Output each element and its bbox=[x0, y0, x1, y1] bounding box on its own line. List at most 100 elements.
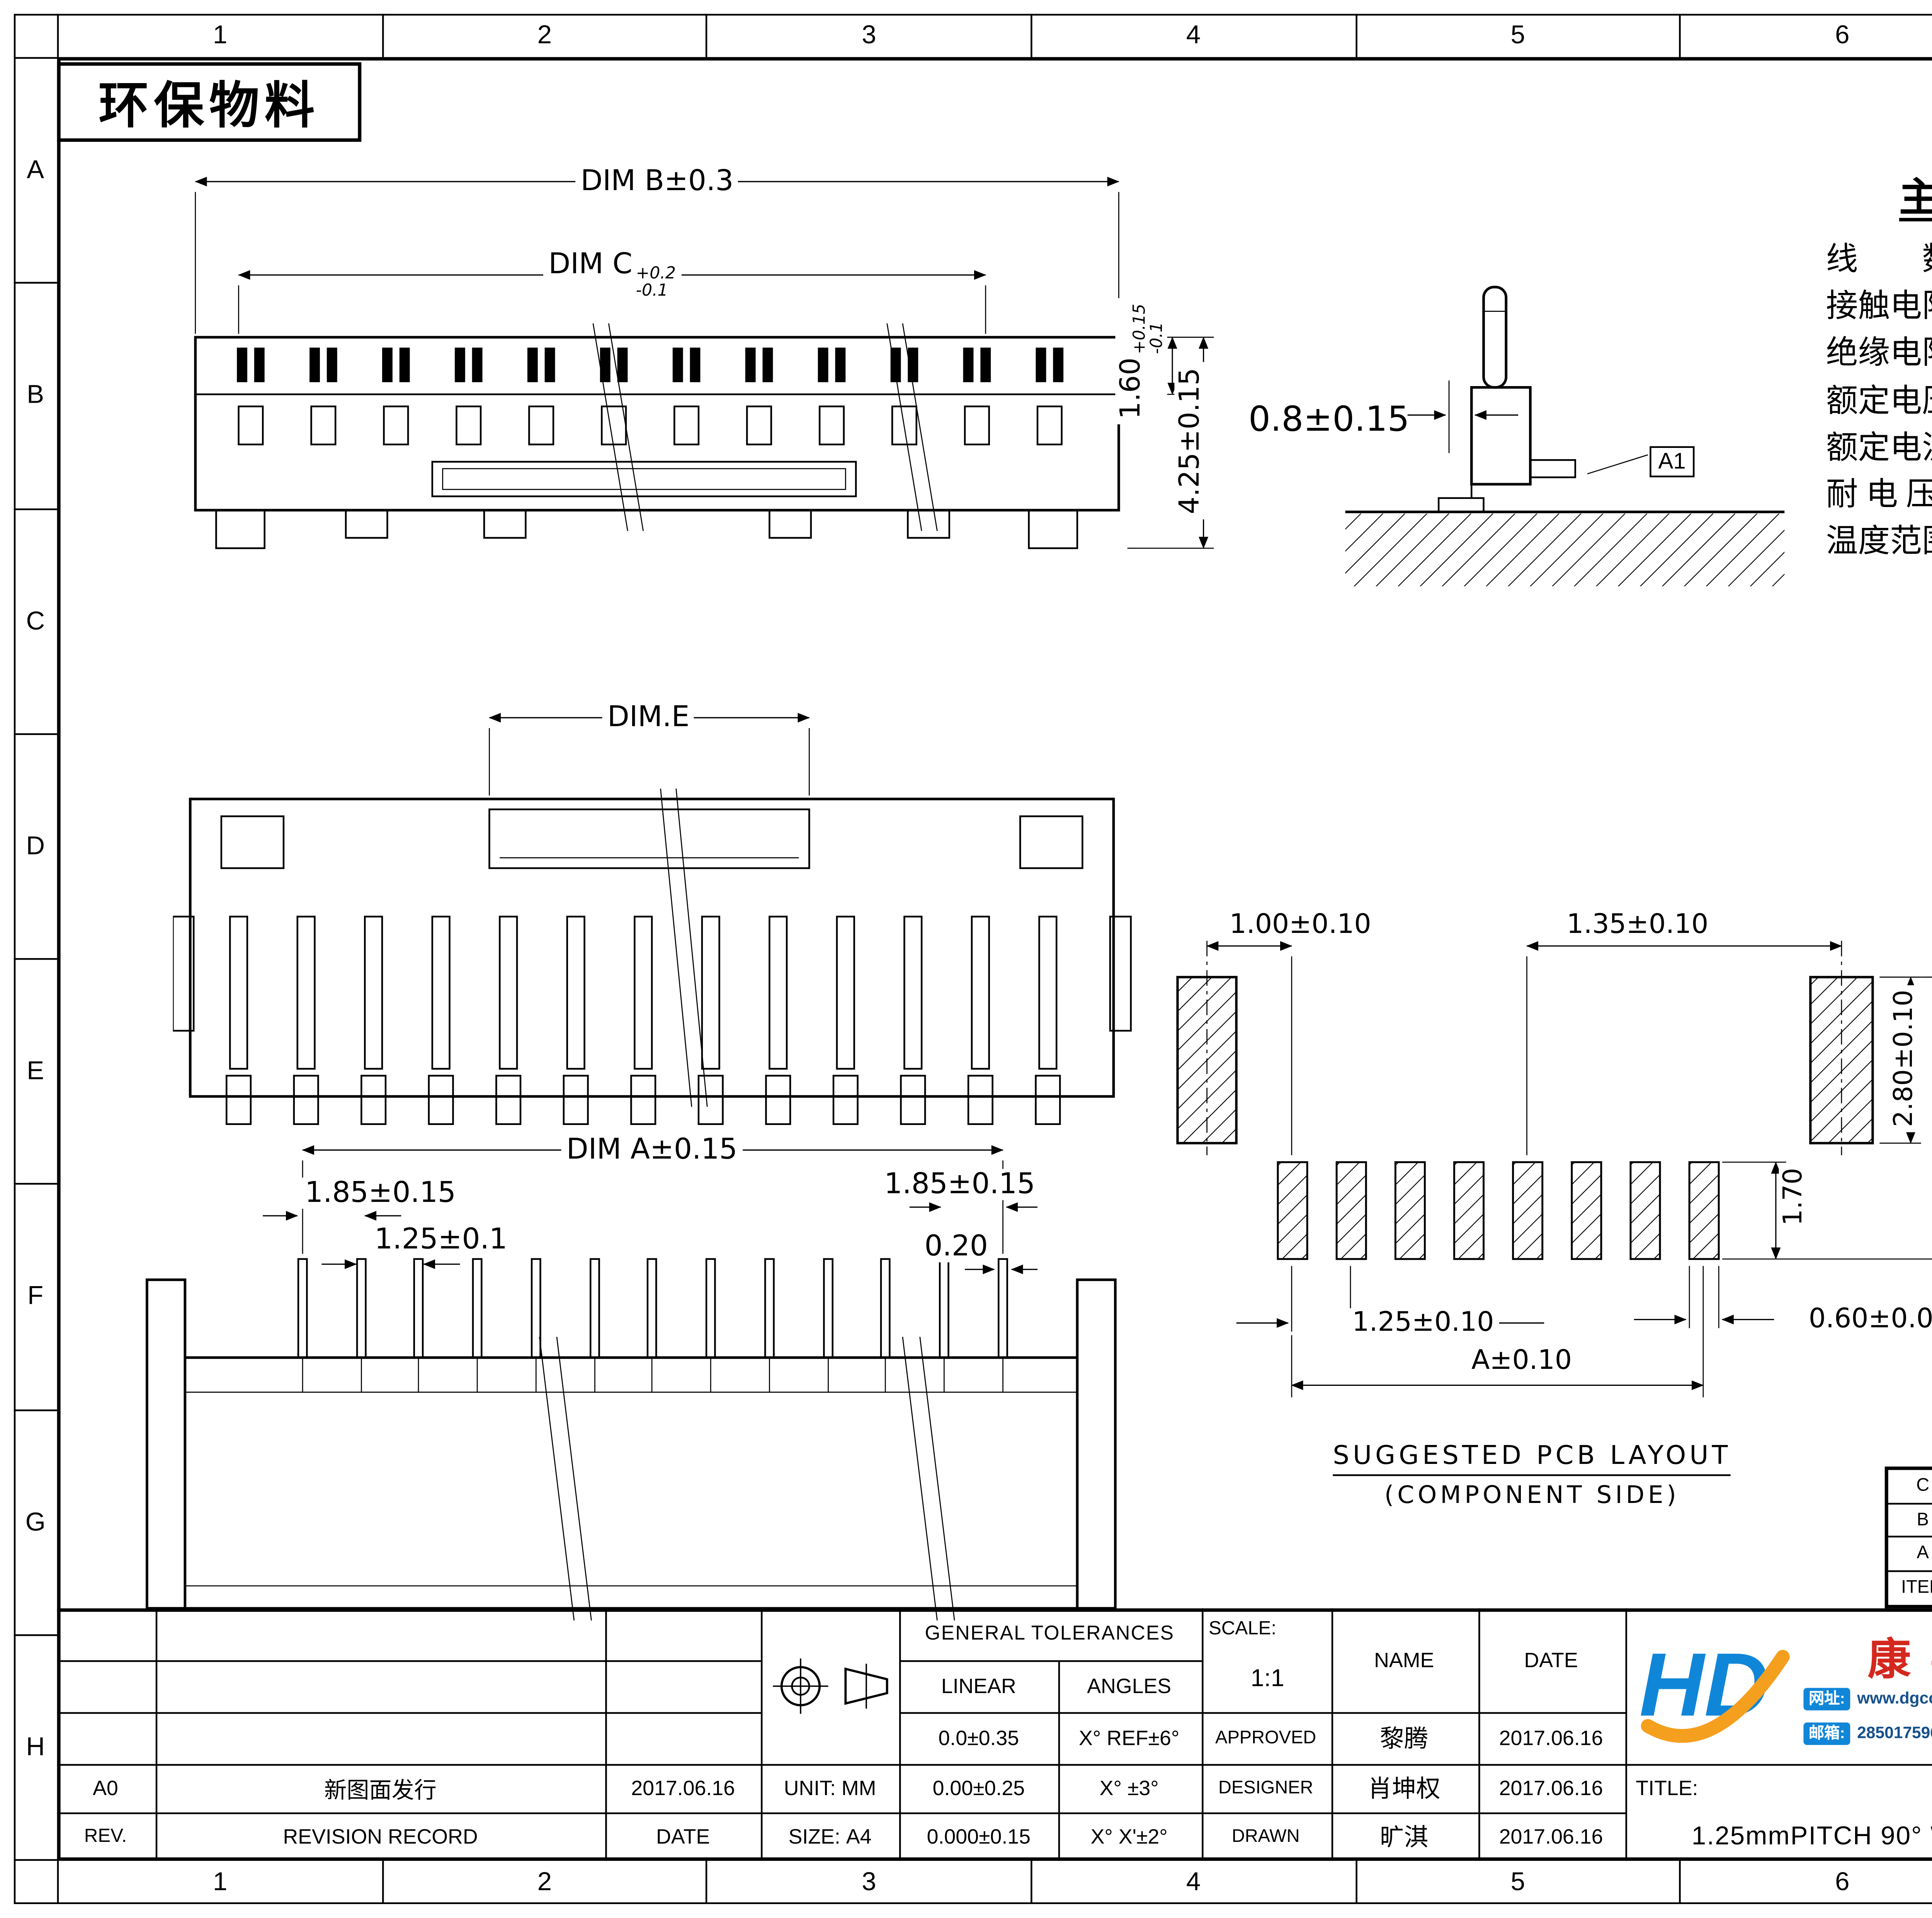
grid-row-label: B bbox=[14, 284, 57, 509]
eco-material-badge: 环保物料 bbox=[57, 62, 362, 142]
pcb-dim-8: A±0.10 bbox=[1466, 1345, 1577, 1376]
grid-band-bottom: 12345678 bbox=[14, 1861, 1932, 1904]
unit-cell: UNIT: MM bbox=[784, 1776, 876, 1801]
mid-view-geometry bbox=[172, 713, 1132, 1125]
tb-line bbox=[1478, 1608, 1481, 1861]
drawn-label: DRAWN bbox=[1231, 1826, 1300, 1847]
dim-height-label: 1.60+0.15-0.1 bbox=[1114, 298, 1167, 425]
web-value: www.dgconne.com bbox=[1857, 1690, 1932, 1709]
grid-row-label: E bbox=[14, 960, 57, 1185]
grid-col-label: 1 bbox=[59, 14, 383, 57]
pcb-layout-drawing: 1.00±0.10 1.35±0.10 2.80±0.10 5.40±0.10 … bbox=[1133, 899, 1932, 1522]
grid-col-label: 6 bbox=[1681, 1861, 1932, 1904]
spec-line: 线 数 (Poles): 02 to 15 bbox=[1826, 243, 1932, 279]
drawn-date: 2017.06.16 bbox=[1499, 1824, 1603, 1849]
bom-cell: ITEM bbox=[1888, 1571, 1932, 1605]
tol-linear-3: 0.000±0.15 bbox=[927, 1824, 1031, 1849]
size-cell: SIZE: A4 bbox=[788, 1824, 872, 1849]
tol-angle-2: X° ±3° bbox=[1099, 1776, 1159, 1801]
front-view-geometry bbox=[194, 177, 1214, 549]
pcb-dim-1: 1.00±0.10 bbox=[1224, 910, 1377, 940]
bottom-view-drawing: DIM A±0.15 1.85±0.15 1.25±0.1 1.85±0.15 … bbox=[121, 1115, 1141, 1634]
grid-row-label: A bbox=[14, 59, 57, 284]
tb-line bbox=[899, 1660, 1202, 1663]
spec-line: 温度范围 (Temperature Range) :-40℃～ +110℃ bbox=[1826, 526, 1932, 561]
pcb-dim-7: 0.60±0.05 bbox=[1803, 1304, 1932, 1334]
dim-pitch-left-label: 1.85±0.15 bbox=[299, 1176, 461, 1209]
tb-line bbox=[57, 1660, 761, 1663]
spec-line: 接触电阻 (Contact resistance):≤20mΩ bbox=[1826, 291, 1932, 326]
name-header: NAME bbox=[1374, 1648, 1434, 1673]
web-label: 网址: bbox=[1803, 1688, 1850, 1710]
approved-label: APPROVED bbox=[1215, 1727, 1316, 1749]
bottom-view-geometry bbox=[146, 1145, 1117, 1621]
tb-line bbox=[605, 1608, 608, 1861]
designer-name: 肖坤权 bbox=[1367, 1774, 1440, 1802]
tb-line bbox=[57, 1812, 1626, 1815]
tol-angle-3: X° X'±2° bbox=[1090, 1824, 1168, 1849]
designer-label: DESIGNER bbox=[1218, 1778, 1313, 1799]
tol-angle-1: X° REF±6° bbox=[1078, 1726, 1180, 1750]
dim-total-height-label: 4.25±0.15 bbox=[1173, 362, 1206, 519]
tb-line bbox=[155, 1608, 158, 1861]
title-label: TITLE: bbox=[1636, 1776, 1698, 1801]
tb-line bbox=[1058, 1660, 1061, 1861]
linear-header: LINEAR bbox=[941, 1674, 1016, 1698]
tb-line bbox=[57, 1712, 761, 1715]
company-logo: HD bbox=[1634, 1615, 1798, 1757]
bom-cell: B bbox=[1888, 1504, 1932, 1538]
bom-cell: C bbox=[1888, 1470, 1932, 1504]
tb-line bbox=[1625, 1608, 1628, 1861]
dim-standoff-label: 0.8±0.15 bbox=[1248, 398, 1410, 439]
scale-value: 1:1 bbox=[1250, 1663, 1284, 1692]
grid-col-label: 3 bbox=[707, 14, 1032, 57]
dim-pitch-right-label: 1.85±0.15 bbox=[879, 1168, 1041, 1200]
dim-e-label: DIM.E bbox=[602, 701, 695, 734]
side-view-geometry bbox=[1345, 286, 1785, 587]
specs-title: 主要技术参数 Main Specifications bbox=[1798, 164, 1932, 223]
tb-line bbox=[1202, 1608, 1204, 1861]
grid-col-label: 4 bbox=[1032, 1861, 1357, 1904]
grid-col-label: 6 bbox=[1681, 14, 1932, 57]
date-header: DATE bbox=[656, 1824, 710, 1849]
revision-rev: A0 bbox=[93, 1776, 118, 1801]
mail-label: 邮箱: bbox=[1803, 1722, 1850, 1745]
spec-line: 额定电流 (Rated current):1.0A AC DC bbox=[1826, 432, 1932, 467]
pcb-dim-5: 1.70 bbox=[1777, 1162, 1808, 1231]
grid-row-label: C bbox=[14, 509, 57, 735]
grid-col-label: 3 bbox=[707, 1861, 1032, 1904]
svg-text:HD: HD bbox=[1639, 1634, 1769, 1735]
rev-header: REV. bbox=[84, 1826, 127, 1847]
scale-label: SCALE: bbox=[1209, 1618, 1277, 1640]
designer-date: 2017.06.16 bbox=[1499, 1776, 1603, 1801]
tolerances-header: GENERAL TOLERANCES bbox=[925, 1624, 1175, 1645]
company-name: 康 导 新 能 源 bbox=[1867, 1636, 1932, 1685]
frame-corner bbox=[14, 1859, 57, 1904]
bom-cell: A bbox=[1888, 1537, 1932, 1571]
dim-pitch-label: 1.25±0.1 bbox=[369, 1223, 513, 1256]
pcb-dim-6: 1.25±0.10 bbox=[1347, 1307, 1499, 1338]
dim-b-label: DIM B±0.3 bbox=[575, 165, 739, 197]
detail-callout-a1: A1 bbox=[1650, 446, 1695, 478]
spec-line: 额定电压 (Rated voltage):50V AC DC bbox=[1826, 385, 1932, 420]
grid-col-label: 5 bbox=[1357, 1861, 1681, 1904]
grid-col-label: 2 bbox=[383, 14, 708, 57]
projection-symbol-icon bbox=[773, 1658, 888, 1714]
spec-line: 耐 电 压 (Withstand Voltage)：500V AC/minute bbox=[1826, 479, 1932, 514]
main-specifications: 主要技术参数 Main Specifications 线 数 (Poles): … bbox=[1798, 164, 1932, 568]
grid-row-label: F bbox=[14, 1185, 57, 1411]
company-contact-line2: 邮箱: 2850175966@qq.com 传真: 0769-85392827 bbox=[1803, 1722, 1932, 1745]
tol-linear-2: 0.00±0.25 bbox=[932, 1776, 1025, 1801]
side-view-drawing: 0.8±0.15 A1 bbox=[1245, 277, 1816, 605]
pcb-caption-line2: (COMPONENT SIDE) bbox=[1384, 1482, 1680, 1510]
approved-name: 黎腾 bbox=[1380, 1724, 1429, 1752]
tb-line bbox=[1331, 1608, 1334, 1861]
grid-row-label: G bbox=[14, 1410, 57, 1636]
pcb-dim-2: 1.35±0.10 bbox=[1561, 910, 1714, 940]
tb-line bbox=[57, 1608, 1932, 1612]
dim-a-label: DIM A±0.15 bbox=[561, 1133, 743, 1166]
drawing-title: 1.25mmPITCH 90° WAFER SMT TYPE bbox=[1691, 1822, 1932, 1852]
grid-col-label: 2 bbox=[383, 1861, 708, 1904]
